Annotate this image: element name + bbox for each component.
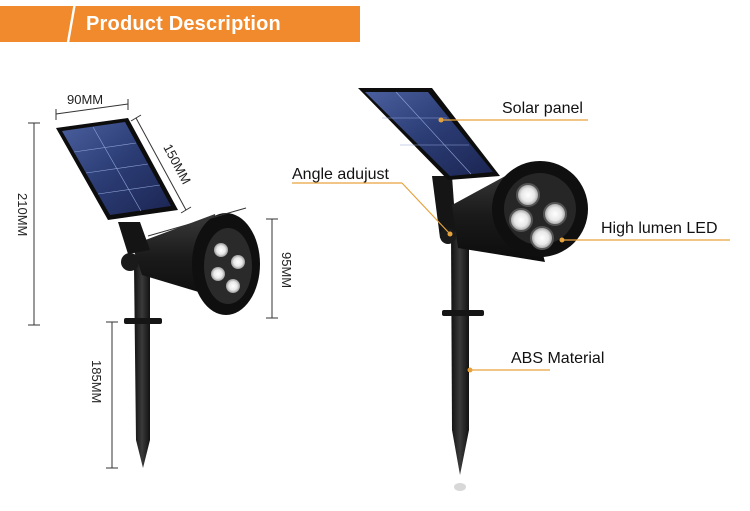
stake-shadow	[454, 483, 466, 491]
right-arm	[432, 176, 456, 238]
right-led	[543, 202, 567, 226]
dim-total-height-label: 210MM	[15, 193, 30, 236]
left-head-face	[204, 228, 252, 304]
left-led	[214, 243, 228, 257]
callout-high-lumen-led: High lumen LED	[601, 220, 718, 237]
banner-divider	[62, 6, 80, 42]
right-stake-collar	[442, 310, 484, 316]
left-led	[226, 279, 240, 293]
right-panel-grid	[395, 91, 472, 175]
left-led	[231, 255, 245, 269]
left-panel-grid	[92, 126, 142, 212]
left-panel-grid	[97, 184, 161, 195]
callout-dots	[438, 117, 565, 373]
callout-solar-panel: Solar panel	[502, 100, 583, 117]
right-led	[530, 226, 554, 250]
right-led	[509, 208, 533, 232]
dim-stake-length-label: 185MM	[89, 360, 104, 403]
right-hinge	[440, 228, 456, 244]
dimension-lines	[28, 99, 278, 469]
left-panel-grid	[73, 142, 137, 153]
header-banner: Product Description	[0, 6, 360, 42]
dim-width-label: 90MM	[67, 92, 103, 107]
dim-head-height-label: 95MM	[279, 252, 294, 288]
right-solar-panel	[365, 92, 493, 176]
left-bracket	[118, 222, 150, 254]
left-led	[211, 267, 225, 281]
banner-title: Product Description	[86, 13, 281, 35]
callout-abs-material: ABS Material	[511, 350, 604, 367]
callout-angle-adjust: Angle adujust	[292, 166, 390, 183]
right-product	[358, 88, 588, 491]
dim-panel-length-label: 150MM	[160, 141, 194, 186]
left-stake-collar	[124, 318, 162, 324]
right-led	[516, 183, 540, 207]
left-stake	[134, 265, 150, 468]
left-product	[56, 118, 260, 468]
left-knob	[121, 253, 139, 271]
right-stake	[451, 232, 469, 475]
callout-lines	[292, 119, 730, 371]
left-panel-grid	[85, 163, 149, 174]
